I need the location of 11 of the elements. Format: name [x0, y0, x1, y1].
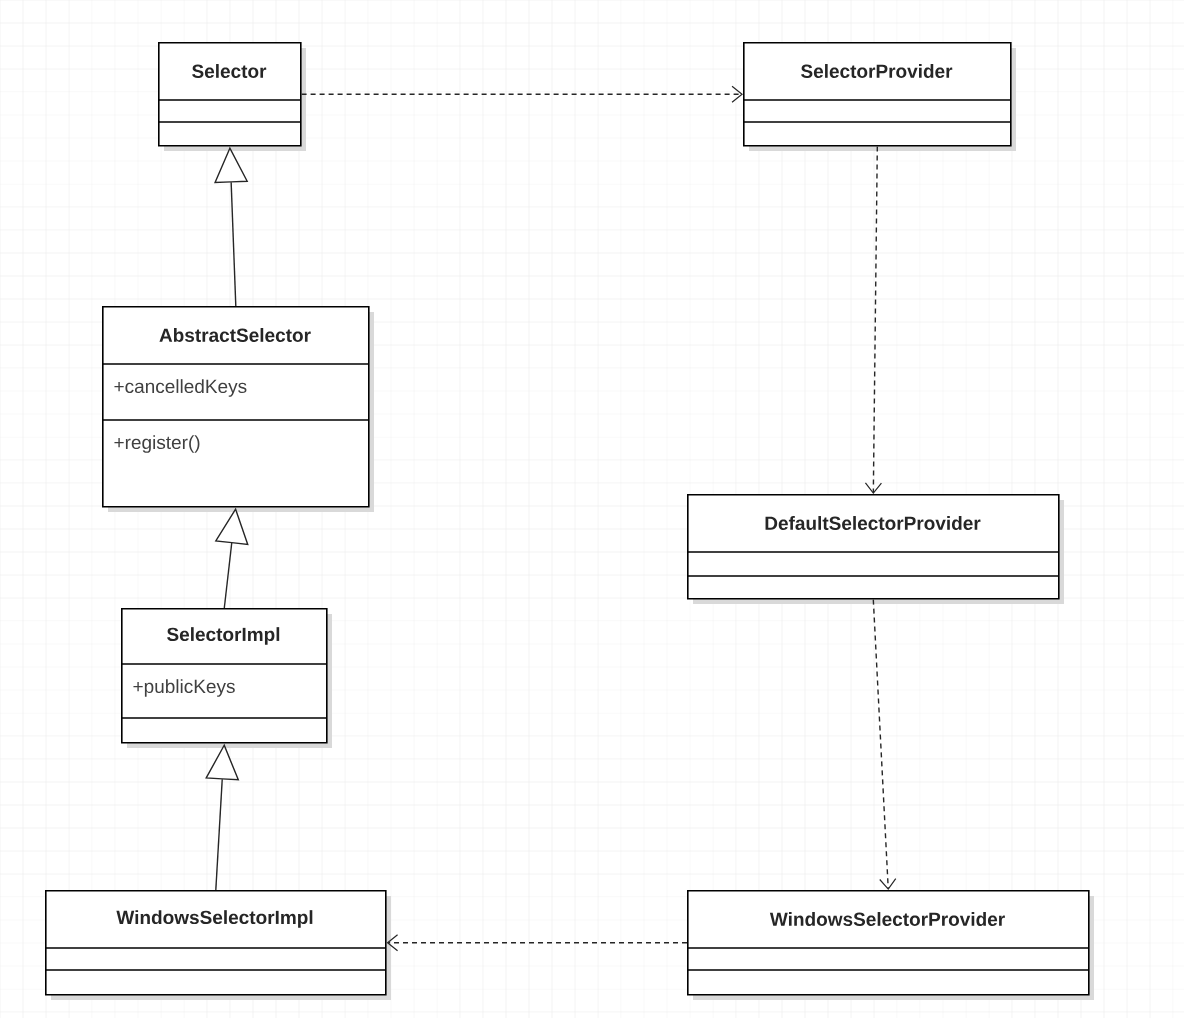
class-box: AbstractSelector +cancelledKeys +register()	[101, 306, 374, 512]
class-box: SelectorImpl +publicKeys	[120, 608, 332, 748]
arrow	[864, 145, 883, 494]
class-box: DefaultSelectorProvider	[686, 494, 1064, 604]
class-box: Selector	[157, 42, 306, 151]
class-box: WindowsSelectorProvider	[686, 890, 1094, 1000]
arrow	[386, 934, 688, 952]
arrow	[300, 85, 743, 103]
class-box: WindowsSelectorImpl	[44, 890, 391, 1000]
arrow	[872, 598, 897, 890]
class-box: SelectorProvider	[742, 42, 1016, 151]
